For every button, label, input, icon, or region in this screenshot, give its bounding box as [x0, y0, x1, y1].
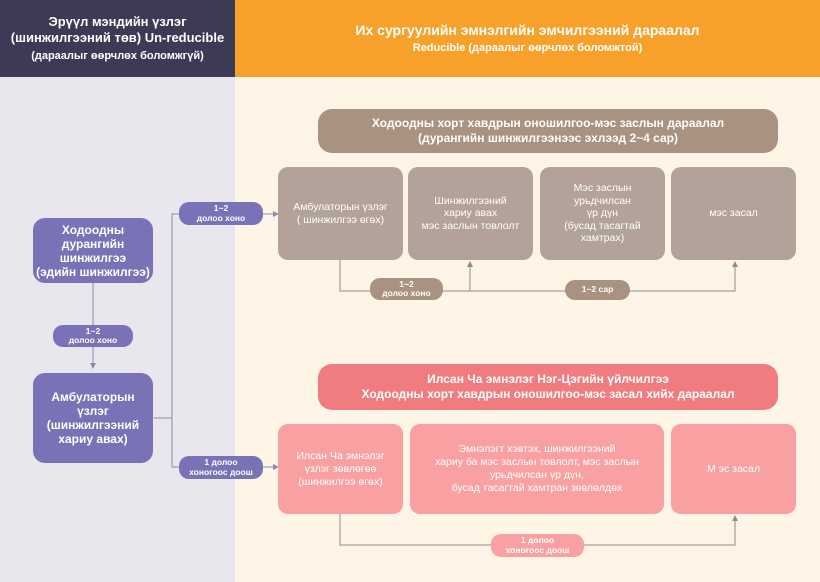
- outpatient-result-box: Амбулаторын үзлэг (шинжилгээний хариу ав…: [33, 373, 153, 463]
- top-connector-pill: 1~2 долоо хоно: [179, 202, 263, 225]
- flow1-step-4: мэс засал: [671, 167, 796, 260]
- left-interval-pill: 1~2 долоо хоно: [53, 325, 133, 347]
- flow1-step-2: Шинжилгээний хариу авах мэс заслын товло…: [408, 167, 533, 260]
- left-header: Эрүүл мэндийн үзлэг (шинжилгээний төв) U…: [0, 0, 235, 77]
- right-header-title: Их сургуулийн эмнэлгийн эмчилгээний дара…: [355, 21, 700, 38]
- left-header-subtitle: (дараалыг өөрчлөх боломжгүй): [31, 49, 204, 62]
- flow2-interval: 1 долоо хоногоос доош: [491, 534, 584, 557]
- flow1-step-3: Мэс заслын урьдчилсан үр дүн (бусад таса…: [540, 167, 665, 260]
- flow1-step-1: Амбулаторын үзлэг ( шинжилгээ өгөх): [278, 167, 403, 260]
- flow1-interval-b: 1~2 сар: [565, 280, 630, 300]
- right-header: Их сургуулийн эмнэлгийн эмчилгээний дара…: [235, 0, 820, 77]
- flow2-step-1: Илсан Ча эмнэлэг үзлэг зөвлөгөө (шинжилг…: [278, 424, 403, 514]
- flow2-title: Илсан Ча эмнэлэг Нэг-Цэгийн үйлчилгээ Хо…: [318, 364, 778, 410]
- right-header-subtitle: Reducible (дараалыг өөрчлөх боломжтой): [412, 41, 643, 54]
- flow2-step-3: М эс засал: [671, 424, 796, 514]
- endoscopy-box: Ходоодны дурангийн шинжилгээ (эдийн шинж…: [33, 218, 153, 283]
- flow1-interval-a: 1~2 долоо хоно: [370, 278, 443, 300]
- left-header-title: Эрүүл мэндийн үзлэг (шинжилгээний төв) U…: [10, 13, 225, 45]
- flow1-title: Ходоодны хорт хавдрын оношилгоо-мэс засл…: [318, 109, 778, 153]
- bottom-connector-pill: 1 долоо хоногоос доош: [179, 456, 263, 479]
- flow2-step-2: Эмнэлэгт хэвтэх, шинжилгээний хариу ба м…: [410, 424, 664, 514]
